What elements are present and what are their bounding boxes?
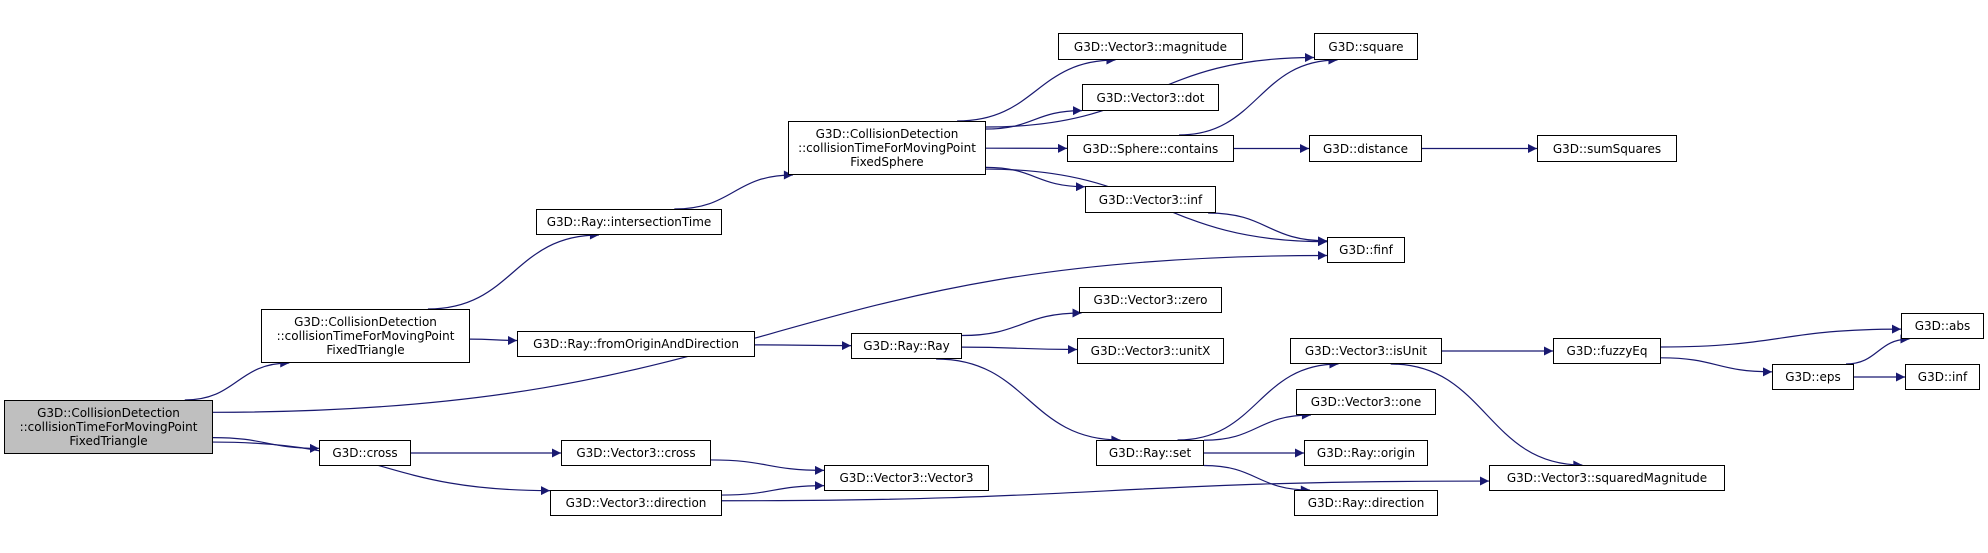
edge-ctfmpft-to-intersectionTime <box>427 230 599 310</box>
edge-rayRay-to-unitX <box>961 344 1078 354</box>
node-g3d-inf[interactable]: G3D::inf <box>1905 364 1980 390</box>
node-g3d-eps[interactable]: G3D::eps <box>1772 364 1854 390</box>
node-vector3-direction[interactable]: G3D::Vector3::direction <box>550 490 722 516</box>
edge-isUnit-to-squaredMagnitude <box>1390 363 1583 470</box>
node-vector3-one[interactable]: G3D::Vector3::one <box>1296 389 1436 415</box>
edge-ctfmpfs-to-magnitude <box>957 55 1116 122</box>
node-vector3-inf[interactable]: G3D::Vector3::inf <box>1085 186 1216 213</box>
node-collision-time-moving-point-fixed-triangle[interactable]: G3D::CollisionDetection ::collisionTimeF… <box>261 309 470 363</box>
edge-rayRay-to-raySet <box>936 358 1121 445</box>
edge-ctfmpfs-to-v3inf <box>985 166 1086 192</box>
node-g3d-sum-squares[interactable]: G3D::sumSquares <box>1537 135 1677 162</box>
edge-contains-to-square <box>1179 55 1338 136</box>
edge-raySet-to-isUnit <box>1177 359 1339 441</box>
node-ray-set[interactable]: G3D::Ray::set <box>1096 440 1204 466</box>
node-ray-intersection-time[interactable]: G3D::Ray::intersectionTime <box>536 209 722 235</box>
edge-v3inf-to-finf <box>1208 212 1328 246</box>
node-g3d-square[interactable]: G3D::square <box>1314 33 1418 60</box>
edge-rayRay-to-zero <box>961 308 1082 337</box>
edge-raySet-to-rayDirection <box>1203 464 1310 495</box>
node-sphere-contains[interactable]: G3D::Sphere::contains <box>1067 135 1234 162</box>
node-g3d-abs[interactable]: G3D::abs <box>1901 313 1984 339</box>
edge-ctfmpft-to-fromOrigin <box>469 335 518 345</box>
node-root-collision-time-moving-point-fixed-triangle: G3D::CollisionDetection ::collisionTimeF… <box>4 400 213 454</box>
node-g3d-distance[interactable]: G3D::distance <box>1309 135 1422 162</box>
node-collision-time-moving-point-fixed-sphere[interactable]: G3D::CollisionDetection ::collisionTimeF… <box>788 121 986 175</box>
node-g3d-finf[interactable]: G3D::finf <box>1327 237 1405 263</box>
edge-v3direction-to-squaredMagnitude <box>721 476 1490 502</box>
node-vector3-cross[interactable]: G3D::Vector3::cross <box>561 440 711 466</box>
node-ray-ray[interactable]: G3D::Ray::Ray <box>851 333 962 359</box>
node-vector3-zero[interactable]: G3D::Vector3::zero <box>1079 287 1222 313</box>
edge-raySet-to-one <box>1203 410 1311 441</box>
edge-v3cross-to-v3v3 <box>710 459 825 475</box>
edge-ctfmpfs-to-dot <box>985 106 1083 130</box>
edge-root-to-cross <box>212 436 320 453</box>
node-vector3-is-unit[interactable]: G3D::Vector3::isUnit <box>1290 338 1442 364</box>
edge-fuzzyEq-to-abs <box>1660 324 1902 348</box>
edge-root-to-v3direction <box>212 441 551 496</box>
node-vector3-dot[interactable]: G3D::Vector3::dot <box>1082 84 1219 111</box>
edge-v3direction-to-v3v3 <box>721 481 825 496</box>
node-vector3-squared-magnitude[interactable]: G3D::Vector3::squaredMagnitude <box>1489 465 1725 491</box>
edge-fromOrigin-to-rayRay <box>754 341 852 351</box>
edge-root-to-finf <box>212 250 1328 413</box>
node-vector3-unitx[interactable]: G3D::Vector3::unitX <box>1077 338 1224 364</box>
node-ray-origin[interactable]: G3D::Ray::origin <box>1304 440 1428 466</box>
edge-fuzzyEq-to-eps <box>1660 357 1773 377</box>
node-vector3-vector3[interactable]: G3D::Vector3::Vector3 <box>824 465 989 491</box>
node-g3d-fuzzy-eq[interactable]: G3D::fuzzyEq <box>1553 338 1661 364</box>
node-vector3-magnitude[interactable]: G3D::Vector3::magnitude <box>1058 33 1243 60</box>
node-ray-direction[interactable]: G3D::Ray::direction <box>1294 490 1438 516</box>
edge-root-to-ctfmpft <box>184 358 290 401</box>
node-g3d-cross[interactable]: G3D::cross <box>319 440 411 466</box>
node-ray-from-origin-and-direction[interactable]: G3D::Ray::fromOriginAndDirection <box>517 331 755 357</box>
edge-intersectionTime-to-ctfmpfs <box>674 170 793 210</box>
edge-eps-to-abs <box>1846 334 1910 365</box>
